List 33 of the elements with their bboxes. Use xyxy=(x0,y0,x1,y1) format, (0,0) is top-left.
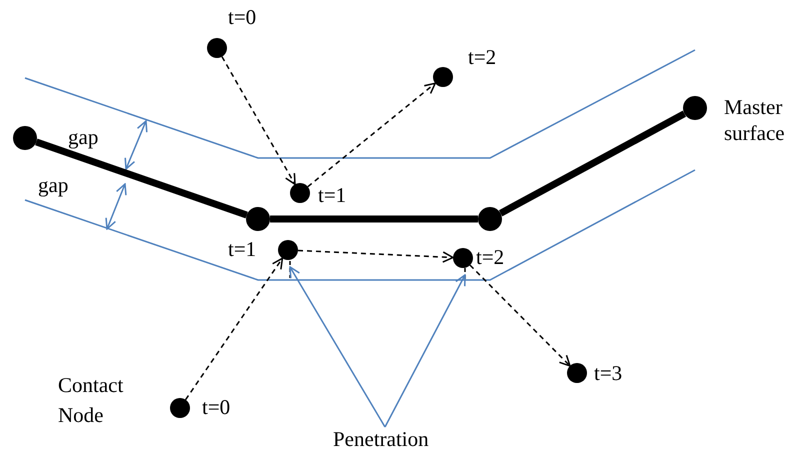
gap-label: gap xyxy=(38,172,68,198)
surface-segment xyxy=(35,138,248,218)
surface-segment xyxy=(498,110,686,216)
contact-node-dot xyxy=(290,183,310,203)
time-label: t=3 xyxy=(594,360,622,386)
leader-line xyxy=(289,266,386,428)
trajectory-arrow xyxy=(221,56,296,186)
time-label: t=1 xyxy=(228,236,256,262)
surface-node-dot xyxy=(246,207,270,231)
contact-node-dot xyxy=(433,67,453,87)
contact-node-dot xyxy=(453,248,473,268)
contact-node-dot xyxy=(170,398,190,418)
node-caption: Contact Node xyxy=(58,372,124,429)
time-label: t=0 xyxy=(228,4,256,30)
surface-node-dot xyxy=(683,96,707,120)
time-label: t=0 xyxy=(202,394,230,420)
contact-node-dot xyxy=(207,38,227,58)
annotation-text: Penetration xyxy=(333,426,429,452)
trajectory-arrow xyxy=(307,82,436,188)
surface-node-dot xyxy=(478,207,502,231)
time-label: t=2 xyxy=(476,244,504,270)
leader-line xyxy=(384,274,466,428)
master-surface-label: Master surface xyxy=(724,94,786,146)
surface-segment xyxy=(270,216,478,222)
surface-node-dot xyxy=(13,126,37,150)
trajectory-arrow xyxy=(184,258,284,400)
contact-node-dot xyxy=(278,240,298,260)
trajectory-arrow xyxy=(298,250,454,263)
gap-label: gap xyxy=(68,124,98,150)
trajectory-arrow xyxy=(469,264,571,367)
time-label: t=2 xyxy=(468,44,496,70)
time-label: t=1 xyxy=(318,182,346,208)
contact-node-dot xyxy=(567,363,587,383)
